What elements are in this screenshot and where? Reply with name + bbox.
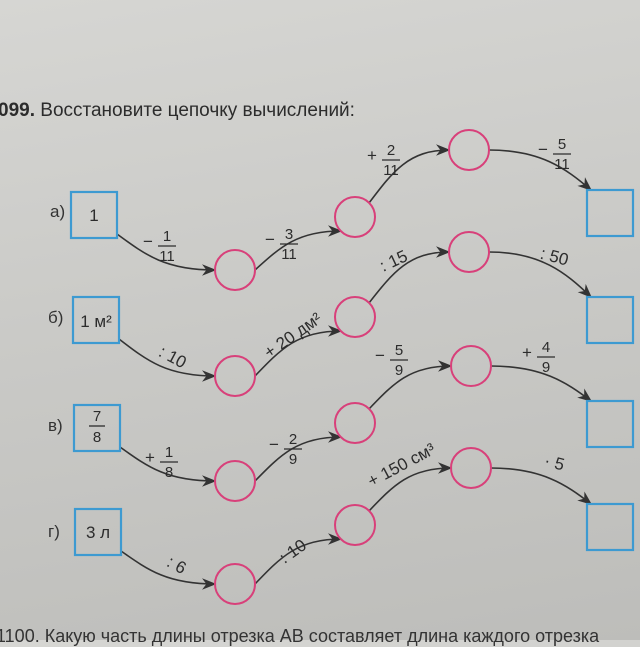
fraction-numerator: 4 xyxy=(542,339,550,356)
fraction-numerator: 7 xyxy=(93,408,101,425)
start-box-g xyxy=(73,507,123,557)
op-label-v-2: −2 9 xyxy=(269,431,302,468)
fraction-numerator: 5 xyxy=(558,136,566,153)
answer-circle-g-3[interactable] xyxy=(450,447,492,489)
op-sign: + xyxy=(367,146,377,165)
answer-circle-v-1[interactable] xyxy=(214,460,256,502)
arrow-v-2 xyxy=(254,431,343,482)
op-sign: − xyxy=(375,346,385,365)
op-sign: + xyxy=(522,343,532,362)
fraction-numerator: 1 xyxy=(165,444,173,461)
fraction-denominator: 9 xyxy=(395,362,403,379)
row-label-g: г) xyxy=(48,522,60,541)
start-value-b: 1 м² xyxy=(80,312,112,331)
fraction-denominator: 8 xyxy=(165,464,173,481)
result-box-g[interactable] xyxy=(585,502,635,552)
exercise-number: 099. xyxy=(0,100,35,121)
op-label-v-4: +4 9 xyxy=(522,339,555,376)
start-value-a: 1 xyxy=(89,206,98,225)
fraction-denominator: 9 xyxy=(542,359,550,376)
fraction-denominator: 9 xyxy=(289,451,297,468)
arrow-a-4 xyxy=(488,149,593,191)
fraction-denominator: 11 xyxy=(159,248,175,265)
fraction-denominator: 11 xyxy=(281,246,297,263)
arrow-b-4 xyxy=(488,251,593,299)
answer-circle-b-1[interactable] xyxy=(214,355,256,397)
row-label-v: в) xyxy=(48,416,63,435)
nodes xyxy=(69,129,635,605)
fraction-numerator: 5 xyxy=(395,342,403,359)
op-label-g-1: : 6 xyxy=(164,552,190,578)
arrow-g-3 xyxy=(368,462,453,512)
answer-circle-b-2[interactable] xyxy=(334,296,376,338)
arrow-a-2 xyxy=(254,225,343,271)
arrow-g-1 xyxy=(120,550,217,590)
arrow-v-3 xyxy=(368,360,453,410)
answer-circle-v-2[interactable] xyxy=(334,402,376,444)
op-label-b-4: : 50 xyxy=(538,244,570,270)
row-label-a: а) xyxy=(50,202,65,221)
op-label-g-3: + 150 см³ xyxy=(364,439,438,490)
op-label-a-1: −111 xyxy=(143,228,176,265)
fraction-denominator: 11 xyxy=(554,156,570,173)
arrow-v-1 xyxy=(119,446,217,487)
op-sign: + xyxy=(145,448,155,467)
result-box-a[interactable] xyxy=(585,188,635,238)
arrow-g-4 xyxy=(490,467,593,505)
op-label-v-3: −5 9 xyxy=(375,342,408,379)
op-sign: − xyxy=(265,230,275,249)
fraction-numerator: 3 xyxy=(285,226,293,243)
answer-circle-g-1[interactable] xyxy=(214,563,256,605)
arrow-b-2 xyxy=(254,325,343,377)
op-label-b-3: : 15 xyxy=(377,246,411,275)
op-sign: − xyxy=(538,140,548,159)
exercise-heading: 099. Восстановите цепочку вычислений: xyxy=(0,100,355,122)
answer-circle-g-2[interactable] xyxy=(334,504,376,546)
start-box-a xyxy=(69,190,119,240)
fraction-denominator: 8 xyxy=(93,429,101,446)
op-label-b-1: : 10 xyxy=(156,342,190,372)
start-box-v xyxy=(72,403,122,453)
next-exercise-text: 1100. Какую часть длины отрезка AB соста… xyxy=(0,626,600,646)
arrow-b-1 xyxy=(118,338,217,382)
answer-circle-a-1[interactable] xyxy=(214,249,256,291)
fraction-numerator: 1 xyxy=(163,228,171,245)
op-label-v-1: +1 8 xyxy=(145,444,178,481)
arrow-a-3 xyxy=(368,144,451,204)
fraction-numerator: 2 xyxy=(387,142,395,159)
arrow-b-3 xyxy=(368,246,451,304)
exercise-instruction: Восстановите цепочку вычислений: xyxy=(40,100,355,121)
result-box-v[interactable] xyxy=(585,399,635,449)
row-label-b: б) xyxy=(48,308,63,327)
result-box-b[interactable] xyxy=(585,295,635,345)
answer-circle-b-3[interactable] xyxy=(448,231,490,273)
op-sign: − xyxy=(143,232,153,251)
arrow-a-1 xyxy=(116,233,217,276)
answer-circle-a-3[interactable] xyxy=(448,129,490,171)
op-label-b-2: + 20 дм² xyxy=(261,309,326,362)
op-sign: − xyxy=(269,435,279,454)
op-label-g-2: : 10 xyxy=(276,536,310,568)
op-label-a-3: +2 11 xyxy=(367,142,400,179)
op-label-a-4: −5 11 xyxy=(538,136,571,173)
start-value-g: 3 л xyxy=(86,523,110,542)
fraction-numerator: 2 xyxy=(289,431,297,448)
arrows xyxy=(116,144,593,590)
arrow-v-4 xyxy=(490,365,593,402)
fraction-denominator: 11 xyxy=(383,162,399,179)
start-box-b xyxy=(71,295,121,345)
answer-circle-a-2[interactable] xyxy=(334,196,376,238)
answer-circle-v-3[interactable] xyxy=(450,345,492,387)
arrow-g-2 xyxy=(254,533,343,585)
op-label-g-4: · 5 xyxy=(542,451,566,474)
start-value-v: 7 8 xyxy=(89,408,105,446)
op-label-a-2: −3 11 xyxy=(265,226,298,263)
